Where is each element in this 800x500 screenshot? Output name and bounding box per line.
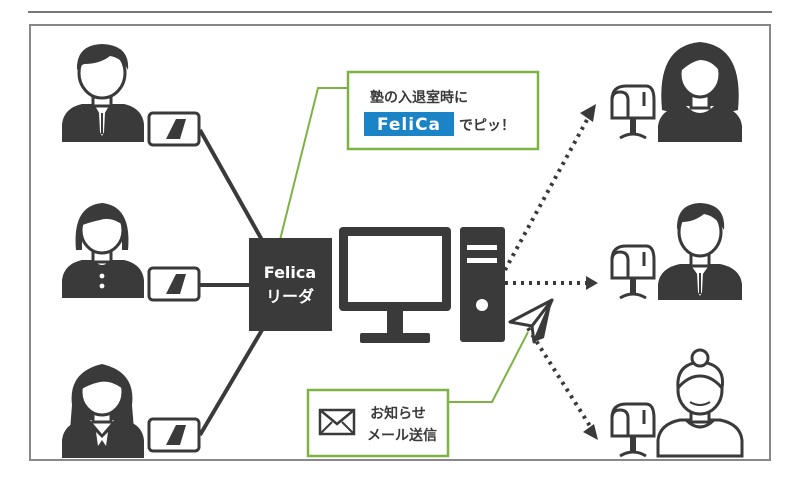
callout-bottom-leader (440, 331, 529, 403)
callout-top-leader (277, 87, 348, 249)
callout-top (346, 70, 540, 151)
callout-bottom-line2: メール送信 (367, 427, 437, 444)
student-girl-longhair-icon (62, 364, 144, 458)
felica-reader (249, 238, 332, 331)
felica-card-icon (147, 111, 201, 147)
arrow-head-top (580, 104, 596, 122)
callout-top-line1: 塾の入退室時に (370, 89, 468, 106)
felica-card-icon (147, 417, 201, 453)
felica-logo-text: FeliCa (377, 115, 441, 135)
connector-top (198, 129, 264, 241)
callout-top-suffix: でピッ！ (459, 118, 515, 134)
notify-arrows (503, 117, 592, 428)
reader-label-line1: Felica (264, 263, 316, 282)
envelope-icon (318, 408, 356, 436)
connector-bottom (198, 328, 264, 437)
frame (29, 24, 771, 461)
arrow-head-middle (586, 276, 598, 290)
paper-plane-icon (508, 298, 554, 344)
callout-bottom-line1: お知らせ (370, 405, 426, 422)
pc-tower-icon (460, 227, 505, 342)
student-boy-icon (62, 44, 144, 142)
arrow-to-top (503, 117, 590, 271)
parent-father-icon (658, 203, 742, 300)
arrow-head-bottom (583, 424, 598, 440)
card-connectors (198, 129, 264, 437)
student-girl-icon (62, 203, 144, 298)
felica-card-icon (147, 266, 201, 302)
arrow-to-bottom (526, 326, 592, 428)
mailbox-icon (610, 244, 656, 300)
monitor-icon (339, 227, 451, 343)
parent-mother-icon (658, 42, 742, 142)
arrow-heads (580, 104, 598, 440)
parent-grandmother-icon (656, 348, 744, 458)
reader-label-line2: リーダ (266, 287, 314, 306)
mailbox-icon (610, 84, 656, 140)
felica-logo (364, 112, 454, 136)
mailbox-icon (610, 402, 656, 458)
